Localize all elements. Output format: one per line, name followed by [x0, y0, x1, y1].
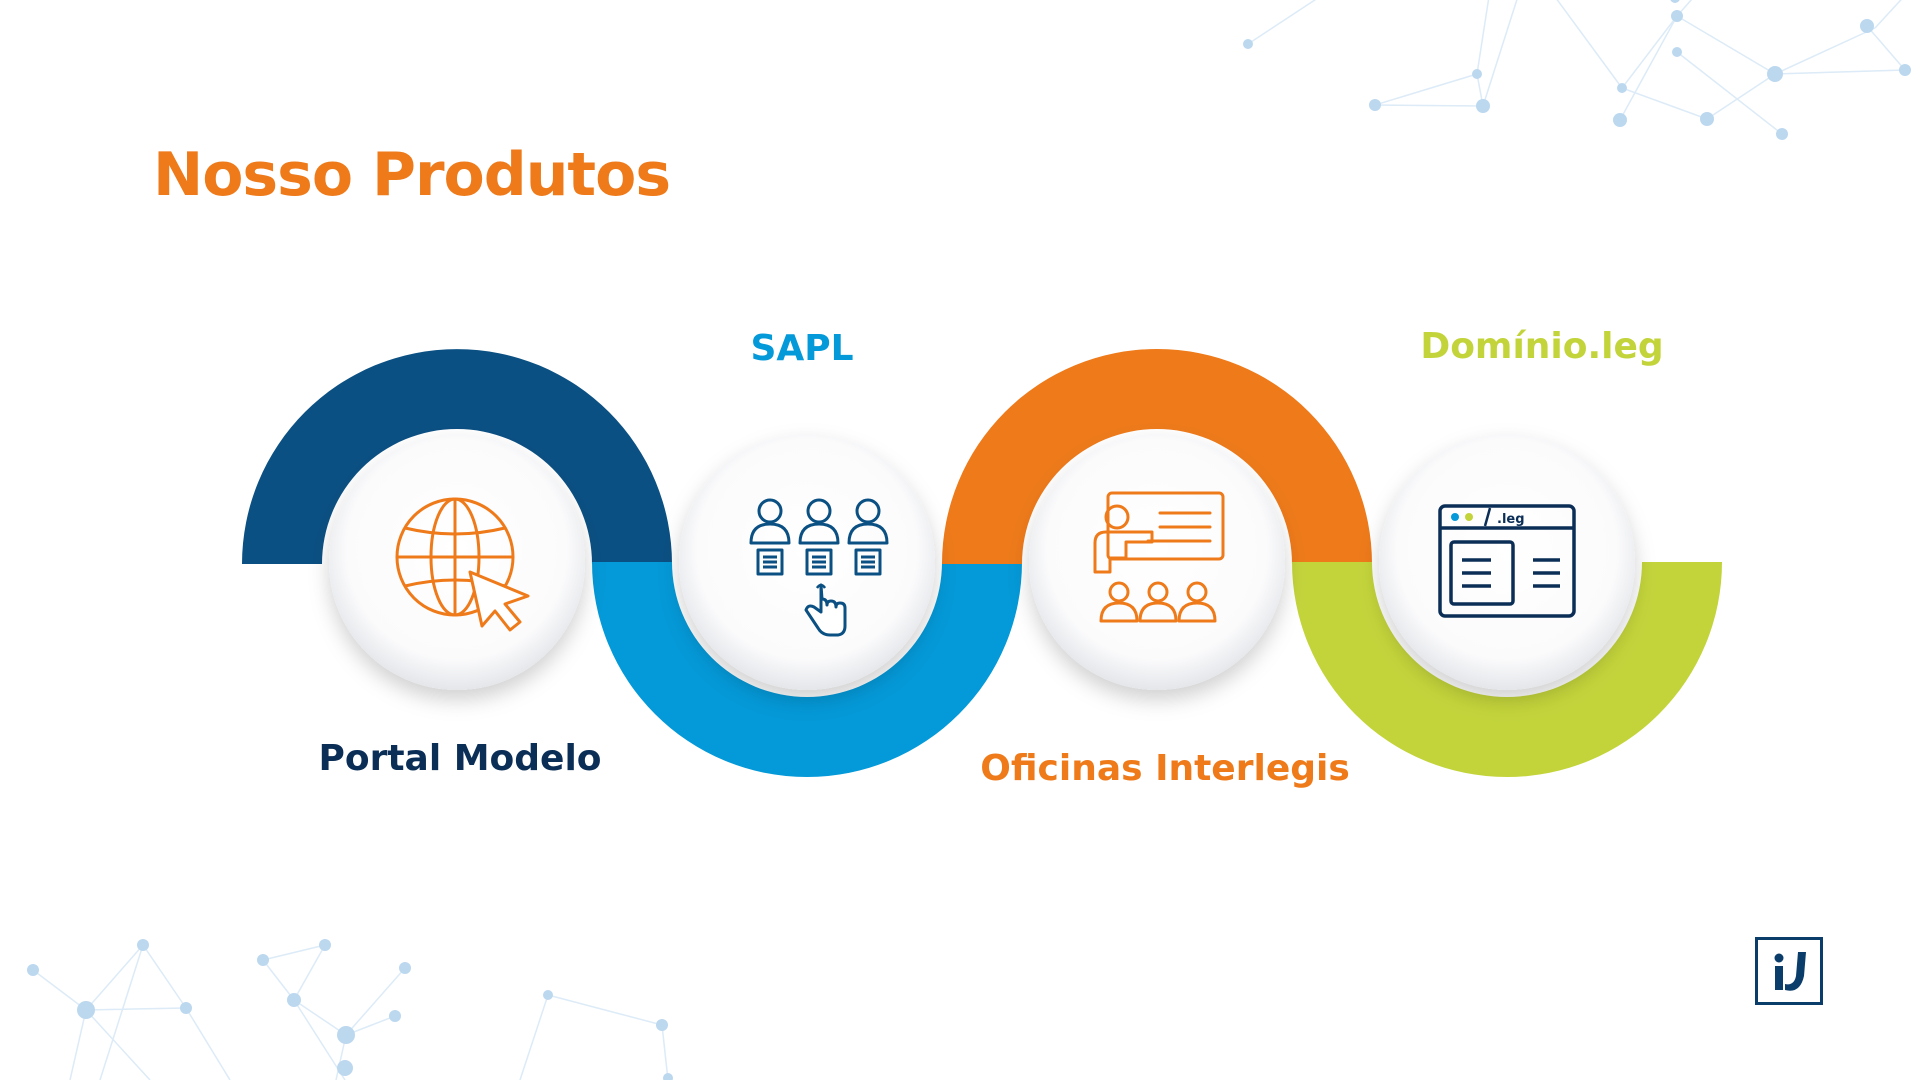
label-portal-modelo: Portal Modelo: [318, 738, 602, 779]
arc-portal-modelo: [242, 349, 672, 564]
interlegis-logo-icon: [1774, 952, 1806, 991]
domain-badge-text: .leg: [1497, 512, 1525, 527]
disc-dominio: [1379, 434, 1635, 690]
page-title: Nosso Produtos: [153, 140, 671, 210]
label-oficinas-interlegis: Oficinas Interlegis: [980, 748, 1350, 789]
classroom-presentation-icon: [1093, 491, 1225, 623]
people-voting-icon: [749, 498, 889, 637]
label-sapl: SAPL: [750, 328, 854, 369]
browser-window-leg-icon: .leg: [1438, 504, 1576, 618]
arc-dominio: [1292, 562, 1722, 777]
label-dominio-leg: Domínio.leg: [1420, 326, 1664, 367]
disc-portal-modelo: [329, 434, 585, 690]
disc-oficinas: [1029, 434, 1285, 690]
interlegis-logo: [1755, 937, 1823, 1005]
arc-oficinas: [942, 349, 1372, 564]
globe-cursor-icon: [395, 497, 530, 632]
arc-sapl: [592, 562, 1022, 777]
